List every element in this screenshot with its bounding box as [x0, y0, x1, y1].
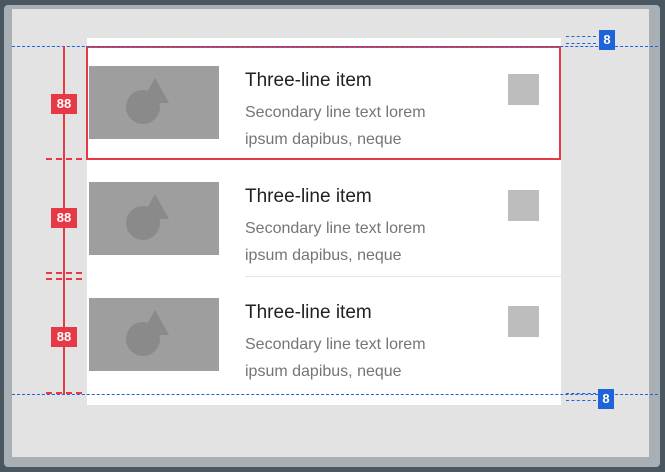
item-secondary-text: Secondary line text lorem ipsum dapibus,… — [245, 99, 505, 153]
secondary-line-1: Secondary line text lorem — [245, 220, 426, 237]
item-title: Three-line item — [245, 302, 372, 323]
item-secondary-text: Secondary line text lorem ipsum dapibus,… — [245, 331, 505, 385]
secondary-line-2: ipsum dapibus, neque — [245, 363, 402, 380]
secondary-line-1: Secondary line text lorem — [245, 336, 426, 353]
row-boundary-tick — [46, 278, 82, 280]
secondary-line-1: Secondary line text lorem — [245, 104, 426, 121]
top-padding-badge: 8 — [599, 30, 615, 50]
bottom-keyline — [12, 394, 658, 395]
list-item[interactable]: Three-line item Secondary line text lore… — [87, 160, 561, 275]
item-secondary-text: Secondary line text lorem ipsum dapibus,… — [245, 215, 505, 269]
image-placeholder-icon — [89, 182, 219, 255]
top-keyline — [12, 46, 658, 47]
checkbox[interactable] — [508, 74, 539, 105]
bottom-padding-guide — [566, 393, 596, 401]
list-divider — [245, 276, 561, 277]
image-placeholder-icon — [89, 298, 219, 371]
checkbox[interactable] — [508, 190, 539, 221]
row-boundary-tick — [46, 158, 82, 160]
row-height-badge: 88 — [51, 327, 77, 347]
row-boundary-tick — [46, 272, 82, 274]
row-height-badge: 88 — [51, 94, 77, 114]
bottom-padding-badge: 8 — [598, 389, 614, 409]
list-item[interactable]: Three-line item Secondary line text lore… — [87, 276, 561, 391]
secondary-line-2: ipsum dapibus, neque — [245, 247, 402, 264]
top-padding-guide — [566, 36, 596, 44]
list-item[interactable]: Three-line item Secondary line text lore… — [87, 44, 561, 159]
item-title: Three-line item — [245, 70, 372, 91]
selected-item-outline — [86, 46, 561, 160]
item-title: Three-line item — [245, 186, 372, 207]
row-height-badge: 88 — [51, 208, 77, 228]
row-boundary-tick — [46, 392, 82, 394]
image-placeholder-icon — [89, 66, 219, 139]
checkbox[interactable] — [508, 306, 539, 337]
secondary-line-2: ipsum dapibus, neque — [245, 131, 402, 148]
